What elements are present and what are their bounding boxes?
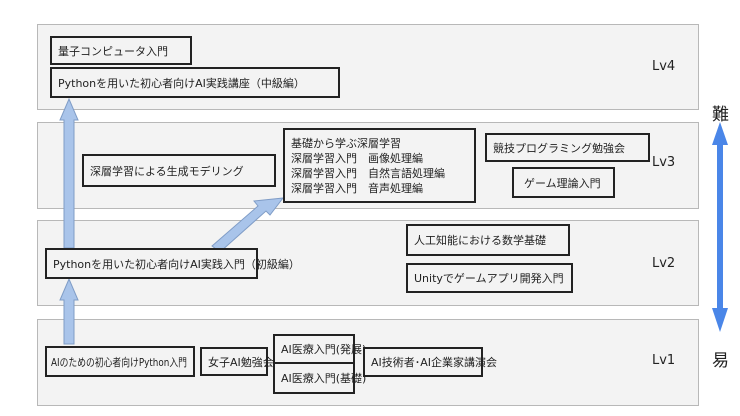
course-game-theory: ゲーム理論入門 — [512, 167, 615, 198]
level-label-1: Lv1 — [652, 353, 676, 368]
course-python-intro: AIのための初心者向けPython入門 — [51, 355, 187, 369]
arrow-lv1-to-lv2 — [59, 277, 79, 345]
course-generative-modeling: 深層学習による生成モデリング — [82, 154, 276, 187]
course-python-intermediate: Pythonを用いた初心者向けAI実践講座（中級編） — [50, 67, 340, 98]
difficulty-double-arrow — [712, 122, 728, 332]
arrow-lv2-to-lv3 — [211, 197, 285, 253]
deep-learning-line: 深層学習入門 自然言語処理編 — [291, 166, 445, 180]
deep-learning-line: 深層学習入門 音声処理編 — [291, 181, 423, 195]
difficulty-easy-label: 易 — [712, 351, 729, 371]
course-competitive-programming: 競技プログラミング勉強会 — [485, 133, 650, 162]
course-quantum: 量子コンピュータ入門 — [50, 36, 192, 65]
arrow-lv2-to-lv4 — [59, 97, 79, 249]
level-label-2: Lv2 — [652, 256, 676, 271]
course-lecture: AI技術者･AI企業家講演会 — [363, 347, 497, 377]
course-python-intro-box: AIのための初心者向けPython入門 — [45, 346, 195, 377]
course-python-beginner: Pythonを用いた初心者向けAI実践入門（初級編） — [45, 248, 300, 279]
level-label-4: Lv4 — [652, 59, 676, 74]
course-medical-advanced: AI医療入門(発展) — [273, 334, 366, 364]
course-ai-math: 人工知能における数学基礎 — [406, 224, 570, 256]
difficulty-hard-label: 難 — [712, 105, 729, 125]
deep-learning-line: 基礎から学ぶ深層学習 — [291, 136, 401, 150]
deep-learning-line: 深層学習入門 画像処理編 — [291, 151, 423, 165]
course-unity: Unityでゲームアプリ開発入門 — [406, 263, 573, 293]
level-label-3: Lv3 — [652, 155, 676, 170]
course-deep-learning-group: 基礎から学ぶ深層学習 深層学習入門 画像処理編 深層学習入門 自然言語処理編 深… — [283, 128, 476, 203]
course-medical-basic: AI医療入門(基礎) — [273, 362, 366, 394]
course-women-ai: 女子AI勉強会 — [200, 347, 274, 376]
